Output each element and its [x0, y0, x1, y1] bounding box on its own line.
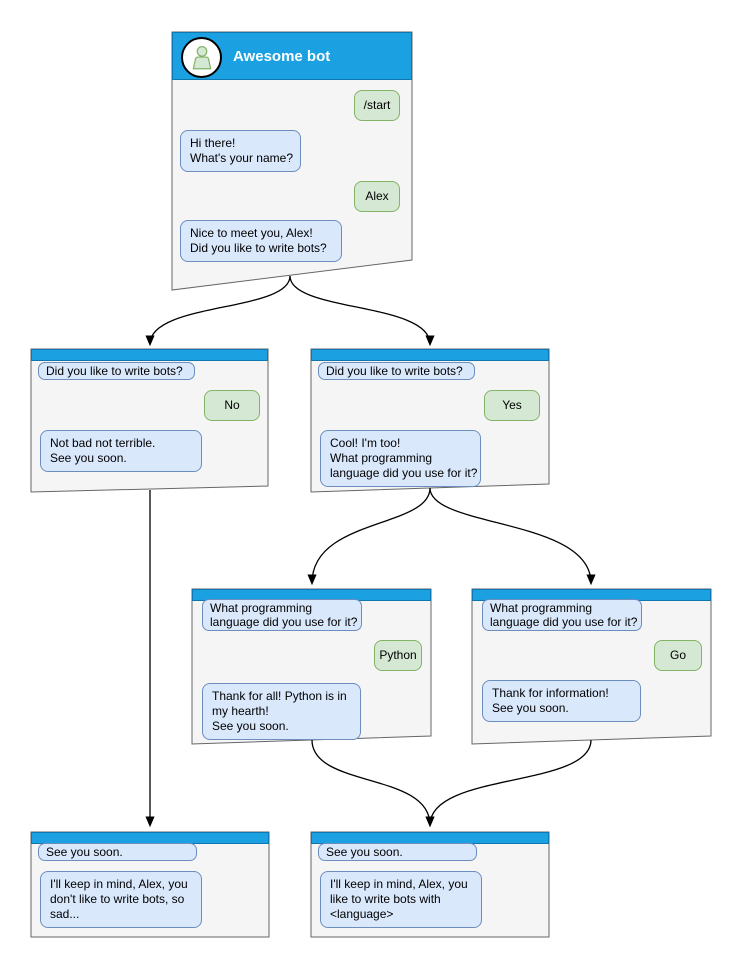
user-message-bubble: Go — [654, 640, 702, 671]
user-message-bubble: /start — [354, 90, 400, 121]
bot-message-bubble: Hi there! What's your name? — [180, 130, 301, 172]
bot-message-bubble: Cool! I'm too! What programming language… — [320, 430, 481, 487]
user-icon — [192, 46, 211, 70]
bot-message-bubble: Nice to meet you, Alex! Did you like to … — [180, 220, 342, 262]
edge-python-to-end — [311, 739, 435, 828]
user-message-bubble: Yes — [484, 390, 540, 421]
edge-yes-to-go — [429, 487, 596, 586]
bot-message-bubble: Thank for all! Python is in my hearth! S… — [202, 683, 361, 740]
edge-root-to-no — [145, 275, 291, 347]
bot-question-bubble: What programming language did you use fo… — [202, 599, 362, 631]
bot-message-bubble: I'll keep in mind, Alex, you like to wri… — [320, 871, 482, 928]
bot-question-bubble: Did you like to write bots? — [38, 362, 195, 380]
bot-message-bubble: Thank for information! See you soon. — [482, 680, 641, 722]
bot-message-bubble: Not bad not terrible. See you soon. — [40, 430, 202, 472]
yes-card-header — [311, 349, 549, 361]
bot-question-bubble: Did you like to write bots? — [318, 362, 475, 380]
bot-question-bubble: What programming language did you use fo… — [482, 599, 642, 631]
edge-go-to-end — [425, 739, 592, 828]
root-card-header: Awesome bot — [172, 32, 412, 80]
bot-message-bubble: I'll keep in mind, Alex, you don't like … — [40, 871, 202, 928]
bot-question-bubble: See you soon. — [38, 843, 197, 861]
user-message-bubble: Python — [374, 640, 422, 671]
edge-root-to-yes — [289, 275, 435, 347]
no-card-header — [31, 349, 268, 361]
user-message-bubble: Alex — [354, 181, 400, 212]
edge-yes-to-python — [307, 487, 431, 586]
avatar — [181, 37, 222, 78]
bot-name-title: Awesome bot — [233, 47, 331, 65]
user-message-bubble: No — [204, 390, 260, 421]
bot-question-bubble: See you soon. — [318, 843, 477, 861]
